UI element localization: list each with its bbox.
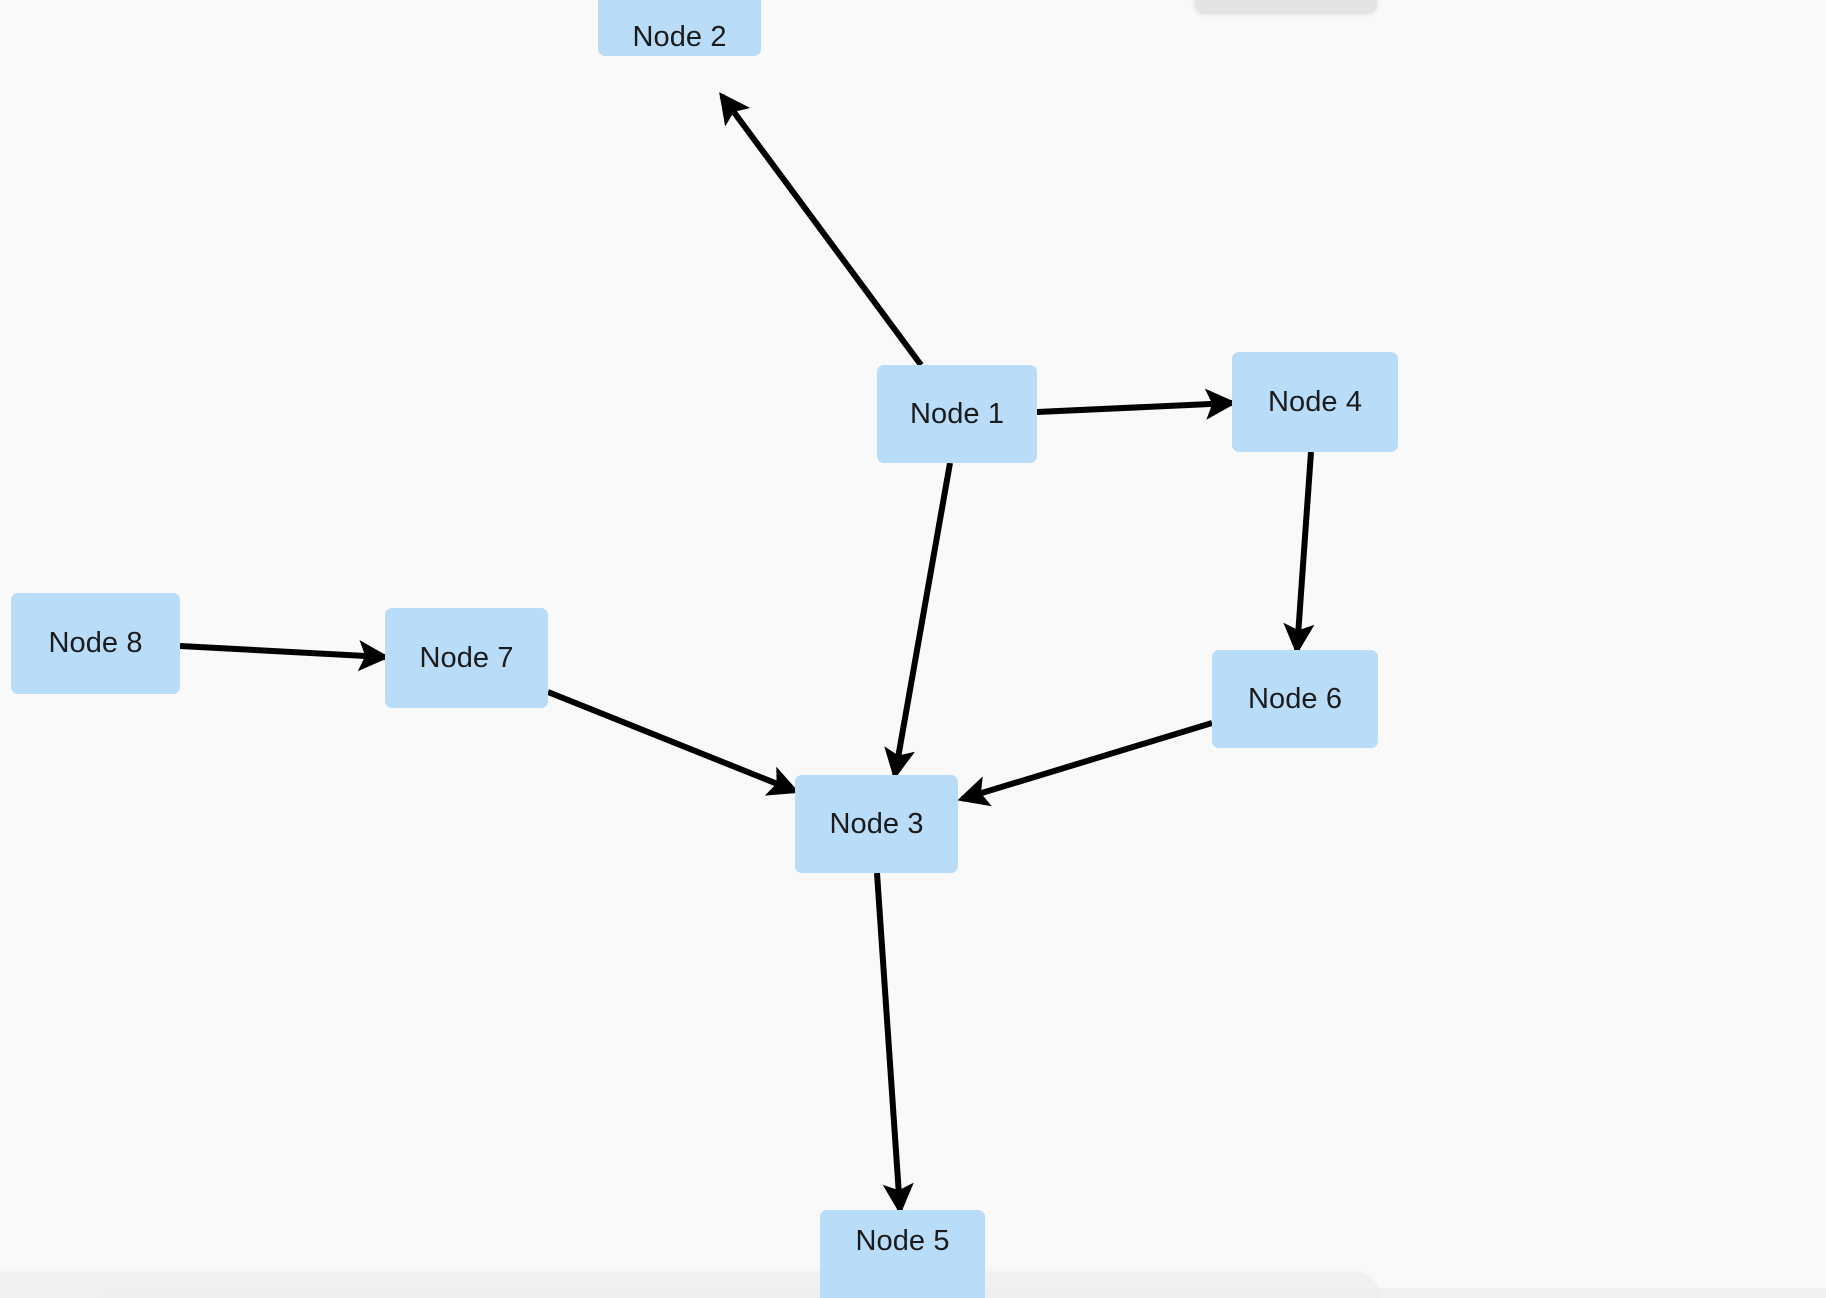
graph-node-node-1[interactable]: Node 1	[877, 365, 1037, 463]
graph-node-node-7[interactable]: Node 7	[385, 608, 548, 708]
toolbar-chip[interactable]	[1195, 0, 1377, 12]
graph-edge[interactable]	[874, 872, 914, 1215]
graph-node-label: Node 6	[1247, 682, 1343, 715]
graph-edge[interactable]	[1036, 388, 1237, 420]
graph-node-node-8[interactable]: Node 8	[11, 593, 180, 694]
graph-node-label: Node 1	[909, 397, 1005, 430]
graph-node-label: Node 5	[855, 1224, 950, 1257]
graph-edge[interactable]	[719, 92, 924, 367]
graph-node-node-2[interactable]: Node 2	[598, 0, 761, 56]
graph-node-node-6[interactable]: Node 6	[1212, 650, 1378, 748]
graph-node-node-4[interactable]: Node 4	[1232, 352, 1398, 452]
graph-edge[interactable]	[957, 720, 1213, 807]
graph-edge[interactable]	[546, 689, 800, 796]
graph-node-node-5[interactable]: Node 5	[820, 1210, 985, 1298]
graph-edge[interactable]	[1283, 451, 1315, 655]
graph-edge[interactable]	[179, 640, 390, 672]
graph-node-label: Node 7	[419, 641, 514, 674]
graph-node-label: Node 8	[48, 627, 143, 659]
graph-node-label: Node 4	[1267, 385, 1363, 418]
graph-node-node-3[interactable]: Node 3	[795, 775, 958, 873]
graph-edge[interactable]	[884, 462, 953, 780]
graph-node-label: Node 2	[632, 20, 727, 53]
graph-node-label: Node 3	[829, 807, 924, 840]
